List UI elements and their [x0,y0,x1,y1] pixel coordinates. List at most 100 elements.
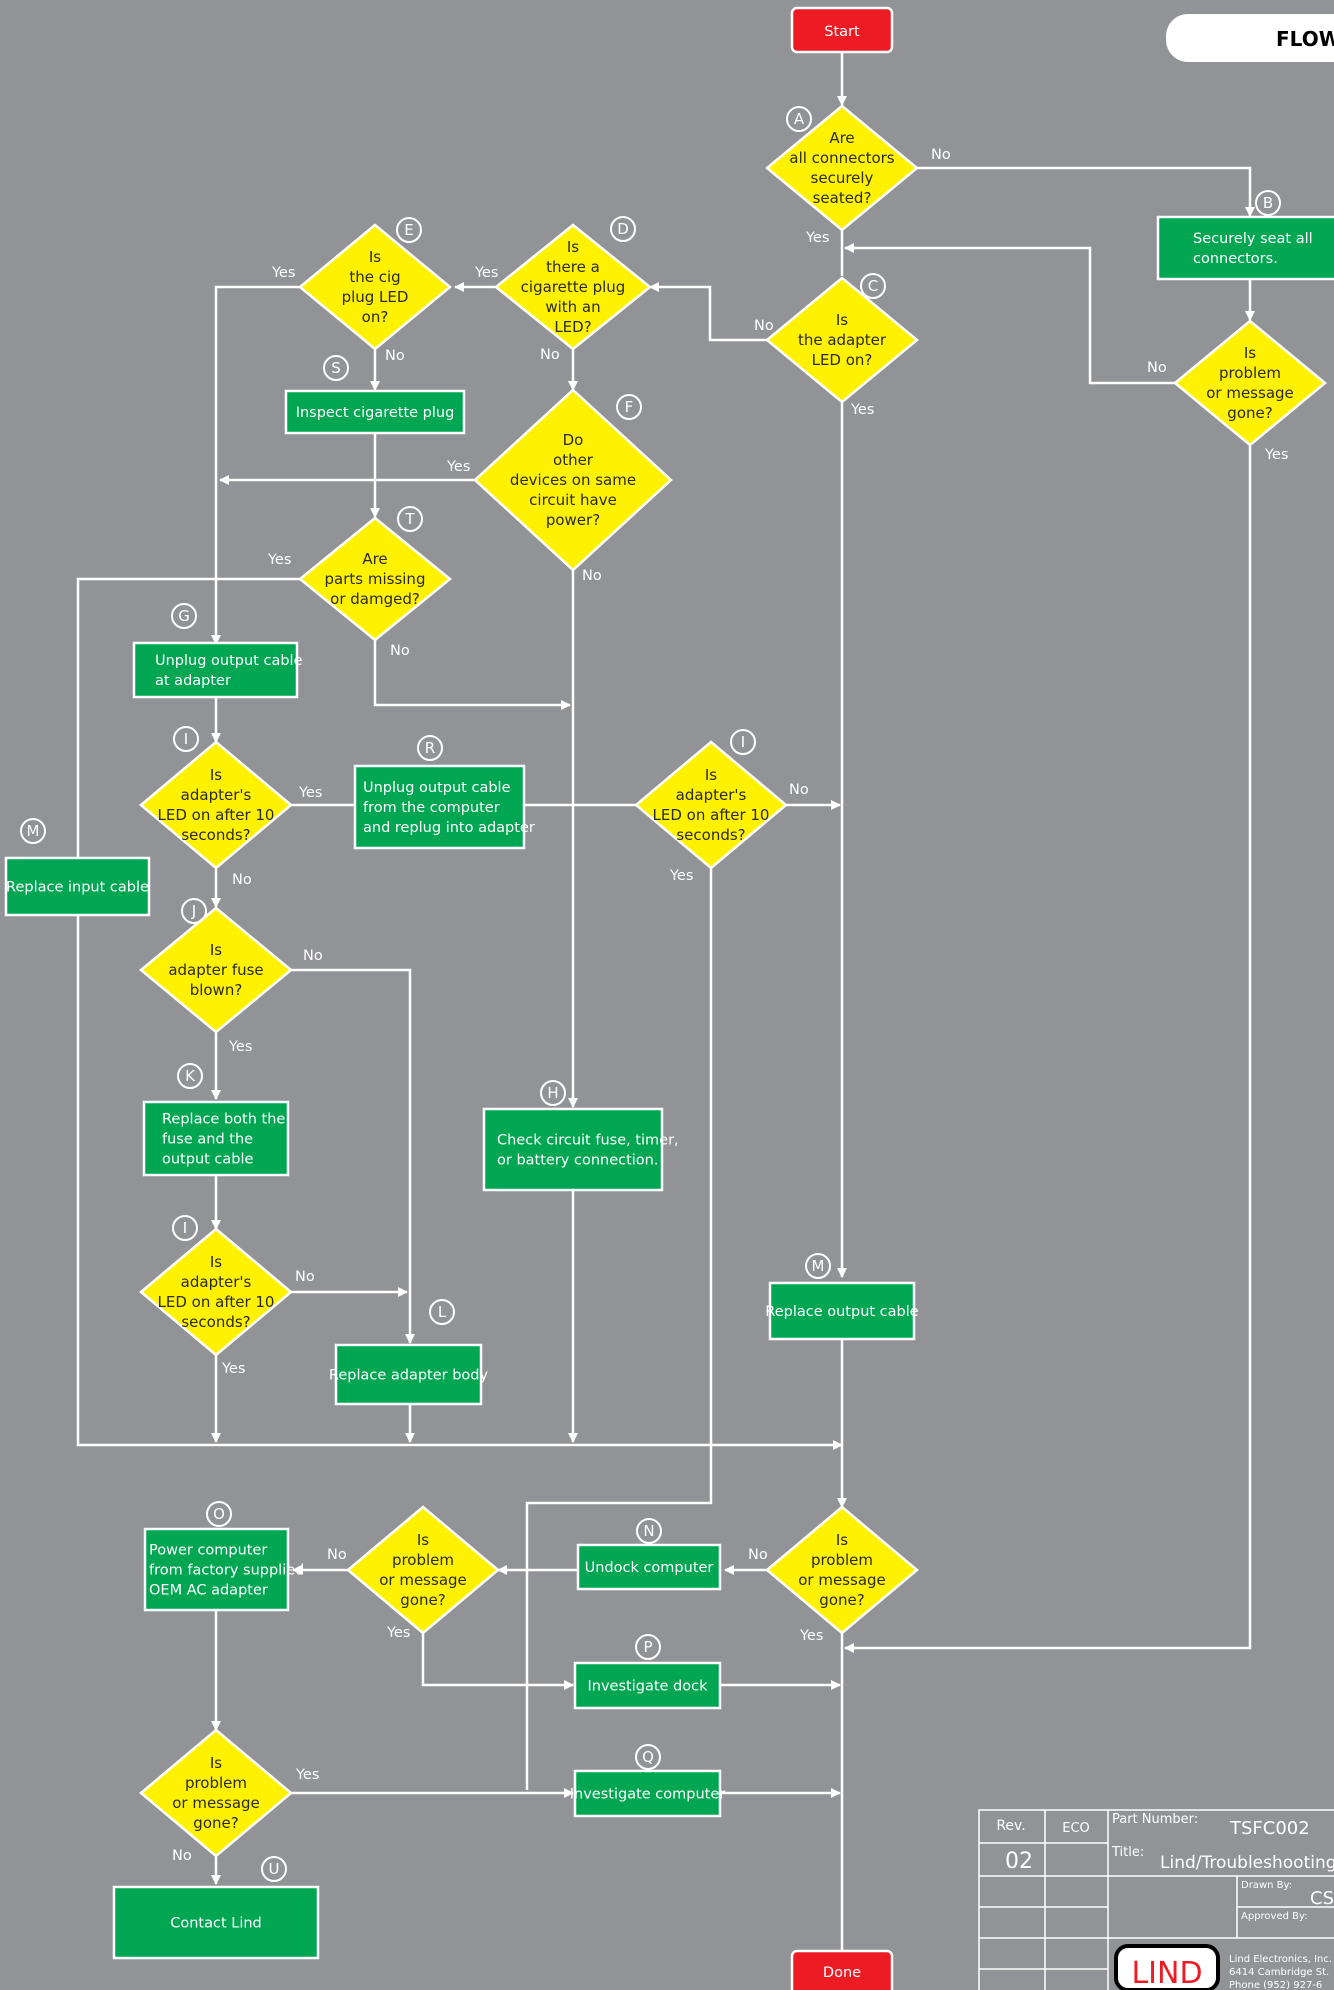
node-n: Undock computer N [576,1518,722,1591]
node-i2-letter-badge: I [730,729,756,755]
node-l-letter: L [438,1303,447,1321]
node-n-letter: N [643,1522,654,1540]
node-i3-letter-badge: I [172,1215,198,1241]
lind-logo: LIND [1114,1944,1220,1990]
node-q3-text-3: or message [172,1794,260,1812]
decision-diamond-i2 [634,740,788,870]
drawn-by-label: Drawn By: [1241,1880,1292,1891]
node-q1-text-2: problem [811,1551,873,1569]
edge-label-no-23: No [748,1547,768,1563]
node-e-text-4: on? [362,308,389,326]
node-i2-text-4: seconds? [676,826,745,844]
start-label: Start [824,24,860,40]
node-q2-text-1: Is [417,1531,429,1549]
node-f-text-4: circuit have [529,491,617,509]
node-b-letter-badge: B [1255,190,1281,216]
decision-diamond-d [494,223,652,351]
node-o-letter-badge: O [206,1501,232,1527]
node-f-text-3: devices on same [510,471,636,489]
decision-diamond-a [765,104,919,232]
process-box-k [142,1100,290,1177]
edge-label-yes-11: Yes [446,459,470,475]
edge-e-yes-to-g [211,285,300,645]
node-o-text-2: from factory supplied [149,1563,304,1579]
node-e-letter: E [404,221,413,239]
edge-c-no-to-d [649,282,768,342]
title-value: Lind/Troubleshooting [1160,1853,1334,1873]
node-i3-letter: I [183,1219,187,1237]
start-terminal: Start [790,6,894,54]
process-box-g [132,641,299,699]
node-m2-letter-badge: M [805,1253,831,1279]
node-b2-text-1: Is [1244,344,1256,362]
node-k-text-1: Replace both the [162,1112,285,1128]
node-k-letter: K [185,1067,196,1085]
node-d-letter-badge: D [610,216,636,242]
node-m1-text-1: Replace input cable [6,880,149,896]
node-t-text-2: parts missing [325,570,426,588]
edge-label-yes-26: Yes [386,1625,410,1641]
edge-label-yes-22: Yes [221,1361,245,1377]
company-line-1: Lind Electronics, Inc. [1229,1954,1332,1965]
process-box-n [576,1543,722,1591]
node-n-text-1: Undock computer [585,1560,714,1576]
title-label: Title: [1111,1845,1144,1860]
node-q-letter: Q [642,1748,654,1766]
edge-label-yes-9: Yes [271,265,295,281]
node-a-text-1: Are [829,129,854,147]
node-p-letter: P [643,1638,652,1656]
node-p-letter-badge: P [635,1634,661,1660]
node-b2-text-2: problem [1219,364,1281,382]
node-q3-text-2: problem [185,1774,247,1792]
edge-label-no-3: No [1147,360,1167,376]
edge-t-no-to-f-line [373,640,571,710]
node-f-text-5: power? [546,511,600,529]
node-g-text-1: Unplug output cable [155,653,303,669]
edge-label-yes-20: Yes [228,1039,252,1055]
node-q-text-1: Investigate computer [570,1787,726,1803]
decision-diamond-q1 [765,1505,919,1635]
node-q: Investigate computer Q [570,1744,726,1818]
node-i3-text-3: LED on after 10 [158,1293,275,1311]
rev-value: 02 [1005,1849,1033,1874]
node-a-text-2: all connectors [789,149,894,167]
node-h: Check circuit fuse, timer,or battery con… [482,1080,679,1192]
approved-by-label: Approved By: [1241,1911,1308,1922]
edge-label-no-1: No [931,147,951,163]
node-q2-text-3: or message [379,1571,467,1589]
company-line-3: Phone (952) 927-6 [1229,1980,1322,1990]
node-f-text-2: other [553,451,594,469]
decision-diamond-c [765,276,919,404]
edge-label-yes-4: Yes [1264,447,1288,463]
node-q-letter-badge: Q [635,1744,661,1770]
process-box-s [284,389,466,435]
edge-j-no-to-l [291,968,415,1344]
node-d-letter: D [617,220,629,238]
edge-label-no-12: No [582,568,602,584]
decision-diamond-b2 [1173,319,1327,447]
node-a-text-3: securely [811,169,874,187]
process-box-q [573,1769,722,1818]
node-u-letter: U [269,1860,280,1878]
decision-diamond-i3 [139,1227,293,1357]
edge-label-yes-7: Yes [474,265,498,281]
decision-diamond-f [473,388,673,572]
node-b-text-1: Securely seat all [1193,231,1313,247]
node-s-letter-badge: S [323,355,349,381]
node-r-text-2: from the computer [363,800,500,816]
node-h-text-1: Check circuit fuse, timer, [497,1133,679,1149]
node-a-text-4: seated? [813,189,872,207]
